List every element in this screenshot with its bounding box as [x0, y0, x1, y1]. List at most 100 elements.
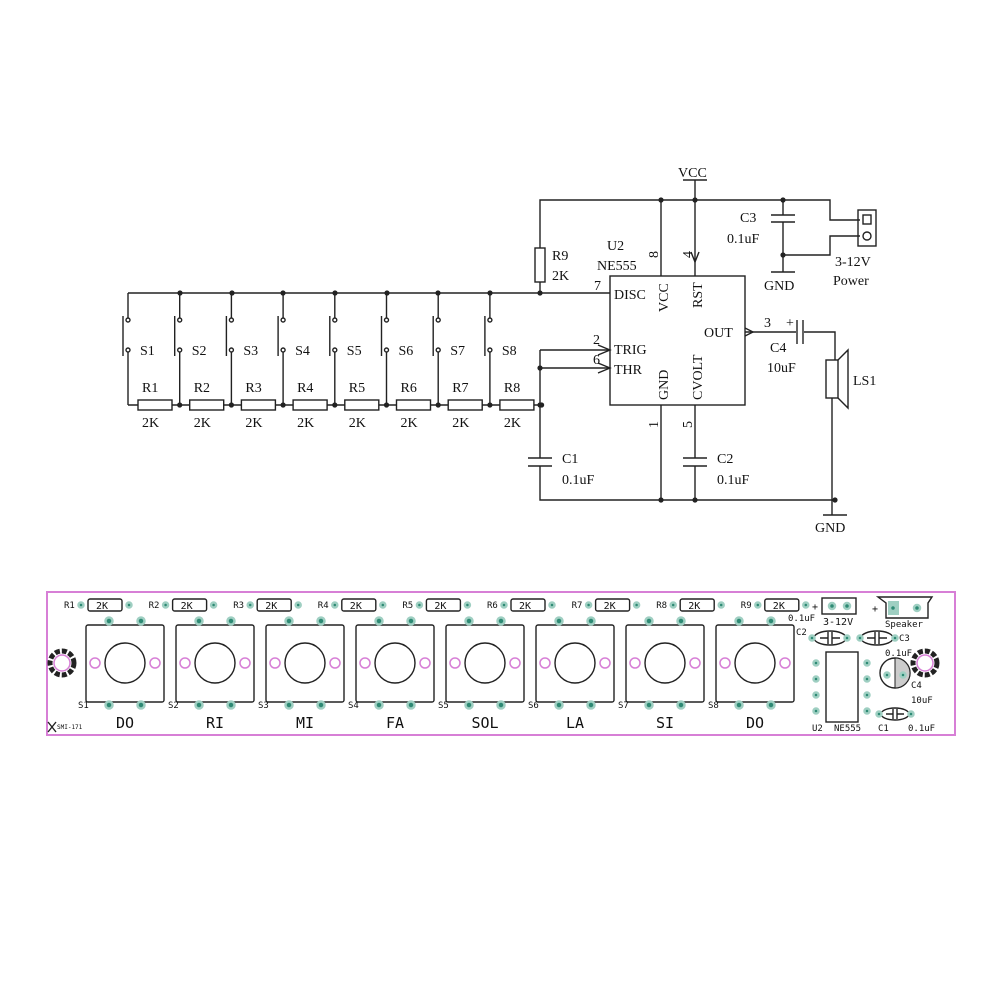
pad — [802, 601, 810, 609]
pad — [812, 691, 820, 699]
switch-contact — [487, 347, 493, 353]
pad — [754, 601, 762, 609]
power-pin-1 — [862, 214, 872, 225]
junction-dot — [692, 197, 698, 203]
pcb-c2-plates — [820, 632, 840, 644]
pad — [209, 601, 218, 609]
pcb-resistor-value: 2K — [773, 601, 785, 612]
pad — [863, 691, 871, 699]
key-mount-hole — [149, 657, 161, 669]
junction-dot — [537, 290, 543, 296]
pcb-key-6 — [535, 624, 615, 703]
pad — [406, 616, 416, 626]
c3-value: 0.1uF — [727, 232, 760, 247]
key-cap-outline — [554, 642, 596, 684]
pad — [125, 601, 133, 609]
junction-dot — [832, 497, 838, 503]
switch-contact — [176, 317, 183, 323]
pcb-key-2 — [175, 624, 255, 703]
resistor-symbol — [240, 399, 277, 411]
switch-contact — [383, 347, 390, 353]
pcb-resistor-ref: R5 — [402, 601, 413, 611]
pcb-c1-plates — [886, 709, 904, 719]
pin-thr: THR — [614, 363, 643, 378]
pad — [316, 700, 326, 710]
pad — [77, 601, 85, 609]
resistor-symbol — [292, 399, 328, 411]
speaker-symbol — [825, 359, 839, 399]
switch-resistor-ladder: S1R12KS2R22KS3R32KS4R42KS5R52KS6R62KS7R7… — [122, 293, 545, 431]
pad — [374, 700, 384, 710]
key-mount-hole — [359, 657, 371, 669]
pad — [136, 616, 146, 626]
pad — [586, 700, 596, 710]
pad — [194, 700, 204, 710]
pcb-key-5 — [445, 624, 525, 703]
switch-contact — [125, 317, 131, 323]
pcb-resistor — [256, 598, 292, 612]
pcb-key-ref: S6 — [528, 701, 539, 711]
pcb-key-3 — [265, 624, 345, 703]
pad — [891, 634, 899, 642]
pad — [554, 700, 564, 710]
switch-contact — [435, 317, 441, 323]
pad — [294, 601, 302, 609]
switch-ref: S3 — [243, 344, 258, 359]
pcb-power-connector — [821, 597, 857, 615]
pad — [812, 675, 820, 683]
pcb-board-id: SMI-171 — [57, 724, 83, 731]
resistor-ref: R5 — [349, 381, 365, 396]
pcb-resistor — [510, 598, 546, 612]
pad — [415, 601, 424, 609]
pad — [104, 616, 114, 626]
switch-ref: S2 — [192, 344, 207, 359]
pad — [463, 601, 472, 609]
switch-contact — [228, 347, 235, 353]
pad — [912, 603, 922, 613]
pcb-resistor — [764, 598, 800, 612]
pcb-speaker-plus: + — [872, 604, 878, 615]
board-id-mark — [47, 721, 57, 733]
pad — [496, 616, 506, 626]
pad — [379, 601, 387, 609]
mount-hole-left-inner — [53, 654, 71, 672]
c4-ref: C4 — [770, 341, 786, 356]
wires — [128, 179, 860, 516]
power-voltage: 3-12V — [835, 255, 871, 270]
pad — [734, 700, 744, 710]
pad — [464, 616, 474, 626]
speaker-horn — [837, 348, 849, 410]
pad — [226, 700, 236, 710]
r9-ref: R9 — [552, 249, 568, 264]
pad — [464, 700, 474, 710]
pcb-resistor-value: 2K — [181, 601, 193, 612]
pcb-resistor-ref: R3 — [233, 601, 244, 611]
key-mount-hole — [599, 657, 611, 669]
key-mount-hole — [719, 657, 731, 669]
c3-ref: C3 — [740, 211, 756, 226]
c4-capacitor — [796, 320, 804, 344]
schematic: S1R12KS2R22KS3R32KS4R42KS5R52KS6R62KS7R7… — [122, 166, 877, 536]
pcb-key-ref: S1 — [78, 701, 89, 711]
switch-ref: S4 — [295, 344, 310, 359]
pcb-resistor-ref: R6 — [487, 601, 498, 611]
pad — [766, 616, 776, 626]
key-cap-outline — [284, 642, 326, 684]
pad — [161, 601, 170, 609]
key-mount-hole — [539, 657, 551, 669]
pcb-resistor-ref: R7 — [572, 601, 583, 611]
pad — [226, 616, 236, 626]
key-cap-outline — [104, 642, 146, 684]
c1-capacitor — [528, 457, 552, 467]
pad — [644, 616, 654, 626]
pcb-resistor-ref: R1 — [64, 601, 75, 611]
pad — [500, 601, 508, 609]
pin-6: 6 — [593, 353, 600, 368]
ls1-ref: LS1 — [853, 374, 876, 389]
key-mount-hole — [509, 657, 521, 669]
key-mount-hole — [179, 657, 191, 669]
switch-ref: S8 — [502, 344, 517, 359]
pcb-power-plus: + — [812, 602, 818, 613]
pad — [899, 671, 907, 679]
switch-contact — [280, 347, 286, 353]
